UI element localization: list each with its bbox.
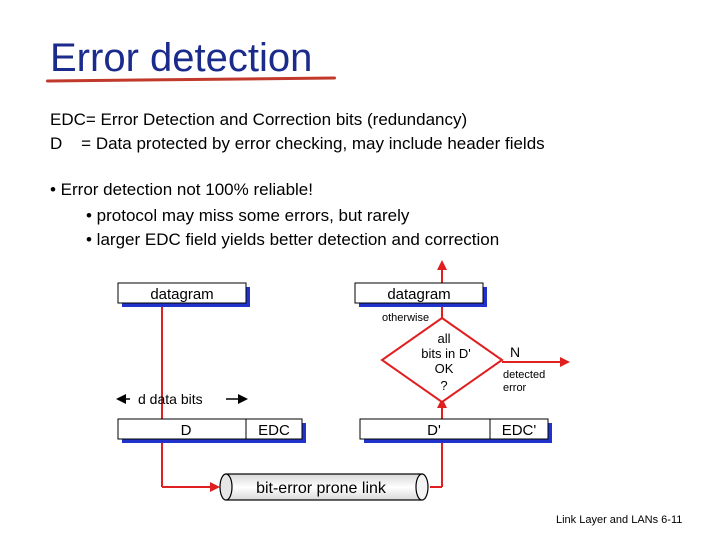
slide-title: Error detection [50,36,313,80]
sender-datagram-label: datagram [150,286,213,303]
n-label: N [510,344,520,360]
sub-bullet-2: • larger EDC field yields better detecti… [86,230,500,249]
link-label: bit-error prone link [256,480,387,497]
sub-bullet-1: • protocol may miss some errors, but rar… [86,206,410,225]
decision-diamond [380,316,504,404]
link-pipe-left-end [219,473,233,501]
receiver-frame-box [359,418,549,440]
decision-text-line-2: bits in D' [421,346,470,361]
sender-frame-box [117,418,303,440]
slide-footer: Link Layer and LANs 6-11 [556,514,683,526]
decision-text-line-1: all [437,331,450,346]
detected-error-line-1: detected [503,369,545,381]
main-bullet: • Error detection not 100% reliable! [50,180,313,199]
d-data-bits-label: d data bits [138,391,203,407]
d-definition: D = Data protected by error checking, ma… [50,134,545,153]
detected-error-line-2: error [503,382,527,394]
link-pipe-right-end [415,473,429,501]
receiver-d-label: D' [427,422,441,439]
receiver-datagram-label: datagram [387,286,450,303]
otherwise-label: otherwise [382,312,429,324]
decision-text-line-3: OK [435,361,454,376]
decision-text-line-4: ? [440,378,447,393]
edc-definition: EDC= Error Detection and Correction bits… [50,110,468,129]
sender-edc-label: EDC [258,422,290,439]
receiver-datagram-box [354,282,484,304]
receiver-edc-label: EDC' [502,422,537,439]
sender-datagram-box [117,282,247,304]
sender-d-label: D [181,422,192,439]
